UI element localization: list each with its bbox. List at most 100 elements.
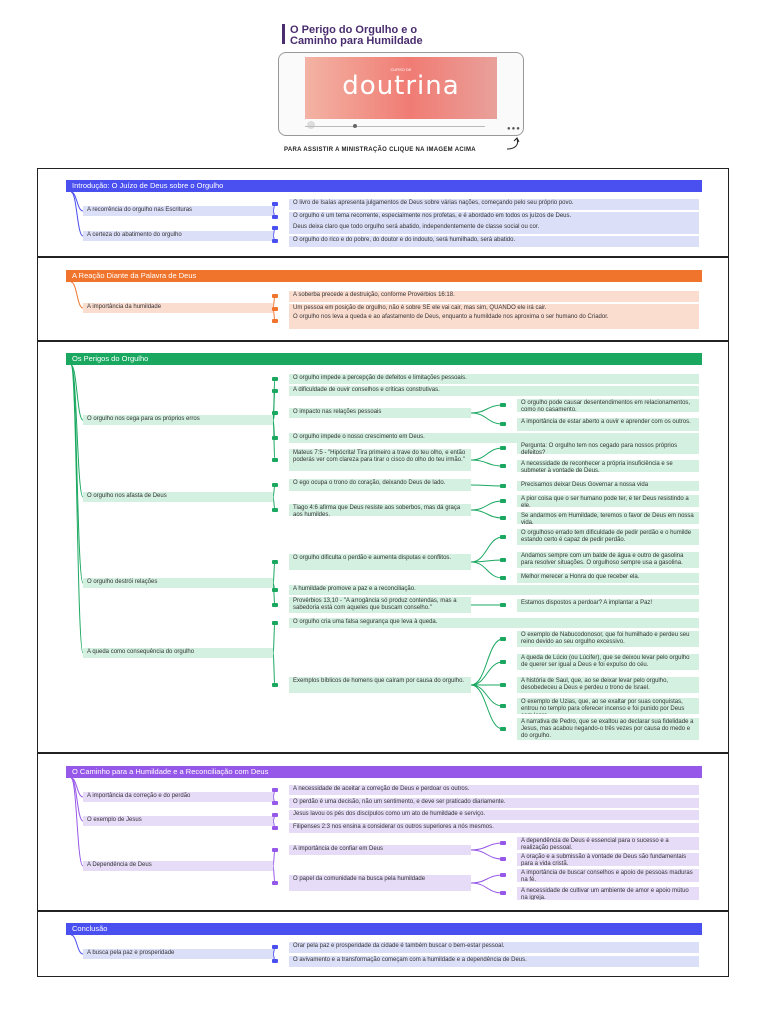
topic-node: O orgulho destrói relações <box>83 578 273 588</box>
point-node: A dificuldade de ouvir conselhos e críti… <box>289 386 699 396</box>
sub-point-node: Se andarmos em Humildade, teremos o favo… <box>517 512 699 524</box>
sub-point-node: O orgulhoso errado tem dificuldade de pe… <box>517 529 699 545</box>
point-node: Mateus 7:5 - "Hipócrita! Tira primeiro a… <box>289 449 471 471</box>
node-marker <box>272 826 278 830</box>
section-heading: O Caminho para a Humildade e a Reconcili… <box>66 766 702 778</box>
more-dots-icon[interactable]: ●●● <box>507 126 521 132</box>
section-box <box>37 753 729 911</box>
section-box <box>37 168 729 257</box>
point-node: O perdão é uma decisão, não um sentiment… <box>289 798 699 808</box>
point-node: Provérbios 13,10 - "A arrogância só prod… <box>289 597 471 613</box>
sub-point-node: O exemplo de Uzias, que, ao se exaltar p… <box>517 698 699 714</box>
node-marker <box>272 848 278 852</box>
point-node: O orgulho é um tema recorrente, especial… <box>289 211 699 223</box>
point-node: Deus deixa claro que todo orgulho será a… <box>289 222 699 234</box>
sub-point-node: A queda de Lúcio (ou Lúcifer), que se de… <box>517 654 699 670</box>
node-marker <box>272 788 278 792</box>
video-screen[interactable]: CURSO DE doutrina <box>305 57 497 119</box>
node-marker <box>272 801 278 805</box>
node-marker <box>272 683 278 687</box>
node-marker <box>272 294 278 298</box>
sub-point-node: A importância de buscar conselhos e apoi… <box>517 868 699 882</box>
section-box <box>37 257 729 341</box>
sub-point-node: A dependência de Deus é essencial para o… <box>517 836 699 850</box>
video-progress-bar[interactable] <box>305 126 485 127</box>
node-marker <box>272 621 278 625</box>
point-node: O orgulho cria uma falsa segurança que l… <box>289 618 699 628</box>
section-box <box>37 341 729 753</box>
topic-node: A certeza do abatimento do orgulho <box>83 231 273 241</box>
video-title: doutrina <box>342 71 460 101</box>
node-marker <box>500 683 506 687</box>
node-marker <box>500 558 506 562</box>
node-marker <box>500 857 506 861</box>
title-line-1: O Perigo do Orgulho e o <box>290 24 418 36</box>
node-marker <box>272 215 278 219</box>
node-marker <box>272 508 278 512</box>
node-marker <box>500 484 506 488</box>
sub-point-node: A importância de estar aberto a ouvir e … <box>517 417 699 431</box>
point-node: A necessidade de aceitar a correção de D… <box>289 785 699 795</box>
curved-arrow-icon <box>506 137 520 150</box>
section-heading: A Reação Diante da Palavra de Deus <box>66 270 702 282</box>
point-node: A humildade promove a paz e a reconcilia… <box>289 585 699 595</box>
topic-node: A busca pela paz e prosperidade <box>83 949 273 959</box>
video-progress-knob[interactable] <box>353 124 357 128</box>
node-marker <box>500 499 506 503</box>
video-thumbnail[interactable]: CURSO DE doutrina ●●● <box>278 52 524 136</box>
node-marker <box>500 464 506 468</box>
sub-point-node: A necessidade de reconhecer a própria in… <box>517 460 699 472</box>
section-heading: Conclusão <box>66 923 702 935</box>
topic-node: O orgulho nos afasta de Deus <box>83 492 273 502</box>
node-marker <box>500 873 506 877</box>
sub-point-node: A pior coisa que o ser humano pode ter, … <box>517 495 699 507</box>
node-marker <box>272 307 278 311</box>
sub-point-node: Andamos sempre com um balde de água e ou… <box>517 552 699 568</box>
title-accent-bar <box>282 24 285 44</box>
node-marker <box>272 945 278 949</box>
node-marker <box>272 959 278 963</box>
topic-node: A recorrência do orgulho nas Escrituras <box>83 206 273 216</box>
node-marker <box>500 516 506 520</box>
title-line-2: Caminho para Humildade <box>290 35 423 47</box>
node-marker <box>272 226 278 230</box>
point-node: O livro de Isaías apresenta julgamentos … <box>289 198 699 210</box>
point-node: Filipenses 2:3 nos ensina a considerar o… <box>289 823 699 833</box>
node-marker <box>272 319 278 323</box>
node-marker <box>272 483 278 487</box>
point-node: O impacto nas relações pessoais <box>289 408 471 418</box>
point-node: Jesus lavou os pés dos discípulos como u… <box>289 810 699 820</box>
section-box <box>37 911 729 977</box>
sub-point-node: Melhor merecer a Honra do que receber el… <box>517 573 699 583</box>
node-marker <box>500 422 506 426</box>
node-marker <box>272 560 278 564</box>
point-node: Exemplos bíblicos de homens que caíram p… <box>289 677 471 693</box>
node-marker <box>272 411 278 415</box>
point-node: O ego ocupa o trono do coração, deixando… <box>289 479 471 491</box>
point-node: Tiago 4:6 afirma que Deus resiste aos so… <box>289 504 471 516</box>
sub-point-node: O exemplo de Nabucodonosor, que foi humi… <box>517 631 699 647</box>
node-marker <box>500 841 506 845</box>
node-marker <box>500 603 506 607</box>
node-marker <box>272 603 278 607</box>
sub-point-node: A narrativa de Pedro, que se exaltou ao … <box>517 718 699 740</box>
node-marker <box>500 637 506 641</box>
point-node: O papel da comunidade na busca pela humi… <box>289 875 471 891</box>
sub-point-node: O orgulho pode causar desentendimentos e… <box>517 398 699 412</box>
play-icon[interactable] <box>307 121 315 129</box>
topic-node: A importância da humildade <box>83 303 273 313</box>
topic-node: A Dependência de Deus <box>83 861 273 871</box>
instruction-text: PARA ASSISTIR A MINISTRAÇÃO CLIQUE NA IM… <box>284 147 476 153</box>
point-node: O orgulho nos leva a queda e ao afastame… <box>289 313 699 329</box>
node-marker <box>500 727 506 731</box>
point-node: A importância de confiar em Deus <box>289 845 471 855</box>
topic-node: O orgulho nos cega para os próprios erro… <box>83 415 273 425</box>
point-node: O orgulho impede o nosso crescimento em … <box>289 433 699 443</box>
node-marker <box>272 377 278 381</box>
node-marker <box>500 446 506 450</box>
node-marker <box>500 535 506 539</box>
point-node: O avivamento e a transformação começam c… <box>289 955 699 967</box>
sub-point-node: Estamos dispostos a perdoar? A implantar… <box>517 598 699 612</box>
node-marker <box>500 704 506 708</box>
node-marker <box>500 891 506 895</box>
